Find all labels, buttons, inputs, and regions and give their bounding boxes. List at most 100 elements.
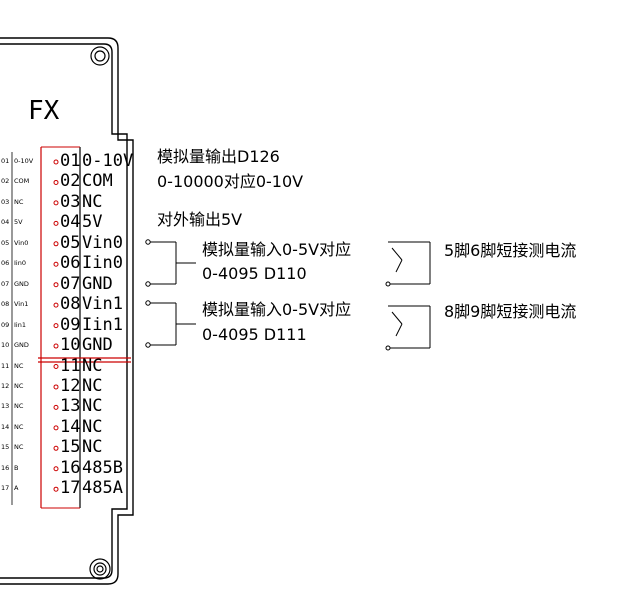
- pin-small-label: COM: [14, 177, 30, 186]
- pin-signal: GND: [82, 273, 113, 294]
- pin-number: 01: [60, 151, 81, 171]
- connector-in1: [145, 300, 196, 348]
- device-outline: [0, 37, 134, 585]
- pin-small-label: Iin0: [14, 259, 26, 268]
- pin-signal: NC: [82, 416, 103, 437]
- terminal-block: [11, 146, 131, 509]
- pin-number: 17: [60, 478, 81, 499]
- pin-small-label: A: [14, 484, 19, 493]
- pin-index-label: 01: [1, 157, 10, 165]
- pin-terminal-dot: [53, 220, 59, 226]
- pin-terminal-dot: [53, 179, 59, 185]
- pin-signal: GND: [82, 335, 113, 356]
- pin-number: 06: [60, 253, 81, 274]
- pin-index-label: 15: [1, 443, 10, 452]
- pin-small-label: 5V: [14, 218, 23, 227]
- bottom-screw-icon: [89, 558, 111, 580]
- pin-terminal-dot: [53, 302, 59, 308]
- pin-number: 09: [60, 314, 81, 335]
- pin-index-label: 12: [1, 381, 10, 390]
- pin-terminal-dot: [53, 200, 59, 206]
- pin-small-label: GND: [14, 279, 29, 288]
- pin-terminal-dot: [53, 466, 59, 472]
- analog-input0-range-label: 0-4095 D110: [202, 264, 307, 283]
- pin-number: 16: [60, 457, 81, 478]
- analog-output-range-label: 0-10000对应0-10V: [157, 172, 304, 191]
- pin-index-label: 17: [1, 484, 10, 493]
- pin-signal: COM: [82, 171, 113, 192]
- pin-number: 11: [60, 355, 81, 376]
- pin-number: 05: [60, 232, 81, 253]
- pin-terminal-dot: [53, 445, 59, 451]
- pin-terminal-dot: [53, 364, 59, 369]
- pin-terminal-dot: [53, 282, 59, 288]
- pin-index-label: 10: [1, 341, 10, 350]
- analog-input0-label: 模拟量输入0-5V对应: [202, 240, 352, 259]
- pin-signal: Vin0: [82, 232, 123, 253]
- pin-signal: Iin0: [82, 253, 123, 274]
- pin-signal: Vin1: [82, 294, 123, 315]
- pin-index-label: 16: [1, 463, 10, 472]
- pin-small-label: GND: [14, 341, 29, 350]
- connector-in0: [145, 239, 196, 287]
- pin-signal: 5V: [82, 212, 103, 233]
- pin-number: 15: [60, 437, 81, 458]
- pin-terminal-dot: [53, 343, 59, 349]
- pin-terminal-dot: [53, 425, 59, 431]
- pin-index-label: 06: [1, 259, 10, 268]
- pin-signal: 0-10V: [82, 151, 134, 171]
- external-5v-label: 对外输出5V: [157, 210, 243, 229]
- pin-small-label: NC: [14, 381, 24, 390]
- pin-small-label: Iin1: [14, 320, 26, 329]
- pin-small-label: Vin0: [14, 238, 29, 247]
- pin-index-label: 02: [1, 177, 10, 186]
- pin-small-label: 0-10V: [14, 157, 34, 165]
- analog-input1-range-label: 0-4095 D111: [202, 325, 307, 344]
- pin-terminal-dot: [53, 323, 59, 329]
- pin-signal: 485B: [82, 457, 123, 478]
- pin-terminal-dot: [53, 486, 59, 492]
- analog-input1-label: 模拟量输入0-5V对应: [202, 300, 352, 319]
- pin-signal: Iin1: [82, 314, 123, 335]
- pin-terminal-dot: [53, 261, 59, 267]
- pin-number: 14: [60, 416, 81, 437]
- pin-signal: NC: [82, 375, 103, 396]
- pin-number: 04: [60, 212, 81, 233]
- pin-index-label: 14: [1, 422, 10, 431]
- pin-number: 12: [60, 375, 81, 396]
- pin-number: 02: [60, 171, 81, 192]
- pin-index-label: 13: [1, 402, 10, 411]
- short-pins-8-9-label: 8脚9脚短接测电流: [444, 302, 577, 321]
- pin-signal: NC: [82, 396, 103, 417]
- pin-number: 13: [60, 396, 81, 417]
- pin-number: 03: [60, 191, 81, 212]
- pin-index-label: 09: [1, 320, 10, 329]
- pin-number: 07: [60, 273, 81, 294]
- pin-number: 08: [60, 294, 81, 315]
- pin-terminal-dot: [53, 404, 59, 410]
- pin-index-label: 07: [1, 279, 10, 288]
- pin-index-label: 08: [1, 300, 10, 309]
- pin-signal: NC: [82, 437, 103, 458]
- pin-terminal-dot: [53, 241, 59, 247]
- pin-index-label: 11: [1, 361, 10, 370]
- pin-number: 10: [60, 335, 81, 356]
- shorting-switch-in0-icon: [385, 241, 431, 287]
- pin-signal: 485A: [82, 478, 123, 499]
- pin-signal: NC: [82, 355, 103, 376]
- pin-index-label: 05: [1, 238, 10, 247]
- pin-small-label: NC: [14, 402, 24, 411]
- pin-small-label: NC: [14, 443, 24, 452]
- pin-terminal-dot: [53, 384, 59, 390]
- shorting-switch-in1-icon: [385, 305, 431, 351]
- short-pins-5-6-label: 5脚6脚短接测电流: [444, 241, 577, 260]
- pin-terminals: [53, 159, 59, 492]
- pin-small-label: NC: [14, 197, 24, 206]
- device-title: FX: [28, 96, 60, 126]
- top-screw-icon: [90, 46, 110, 66]
- pin-signal: NC: [82, 191, 103, 212]
- analog-output-label: 模拟量输出D126: [157, 147, 280, 166]
- pin-index-label: 03: [1, 197, 10, 206]
- pin-small-label: NC: [14, 422, 24, 431]
